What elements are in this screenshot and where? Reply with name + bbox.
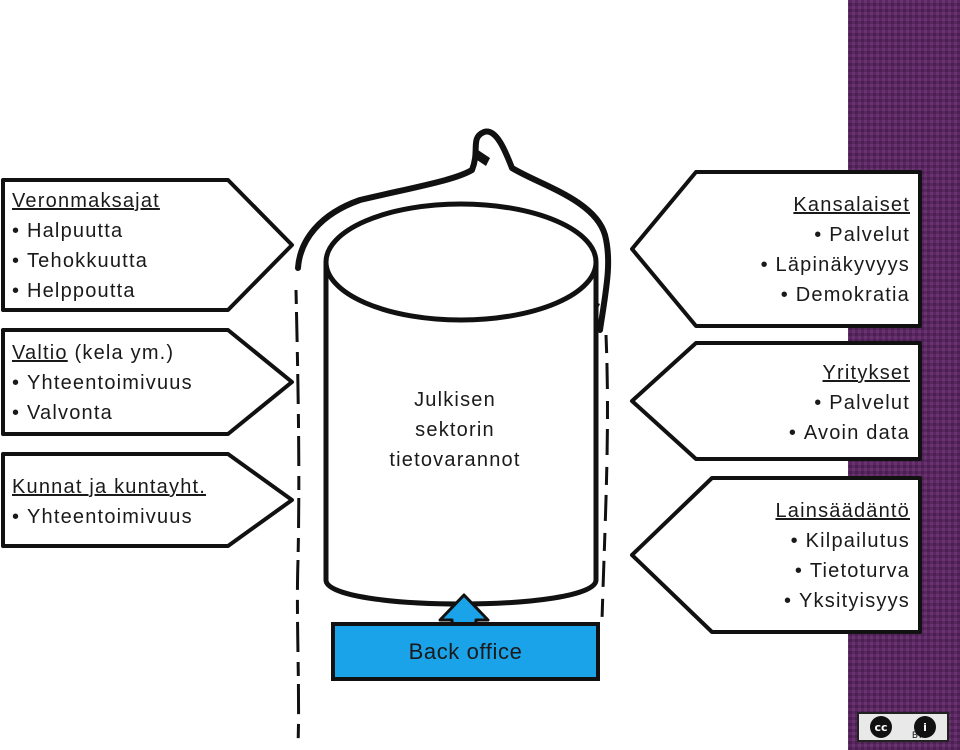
left-box-valtio: Valtio (kela ym.) Yhteentoimivuus Valvon… (12, 338, 193, 428)
cylinder-label-line: Julkisen (414, 389, 496, 411)
cylinder-label-line: sektorin (415, 419, 495, 441)
left-box-kunnat: Kunnat ja kuntayht. Yhteentoimivuus (12, 472, 206, 532)
right-box-lainsaadanto: Lainsäädäntö Kilpailutus Tietoturva Yksi… (775, 496, 910, 616)
left-box-heading: Veronmaksajat (12, 190, 160, 212)
list-item: Tehokkuutta (12, 246, 160, 276)
right-box-heading: Yritykset (822, 362, 910, 384)
list-item: Avoin data (789, 418, 910, 448)
list-item: Yhteentoimivuus (12, 502, 206, 532)
right-box-kansalaiset: Kansalaiset Palvelut Läpinäkyvyys Demokr… (761, 190, 910, 310)
list-item: Palvelut (761, 220, 910, 250)
cylinder-top (323, 201, 599, 323)
list-item: Demokratia (761, 280, 910, 310)
list-item: Kilpailutus (775, 526, 910, 556)
silhouette-mark (474, 150, 490, 166)
left-box-heading: Kunnat ja kuntayht. (12, 476, 207, 498)
silhouette-right-edge (600, 334, 609, 621)
list-item: Läpinäkyvyys (761, 250, 910, 280)
list-item: Halpuutta (12, 216, 160, 246)
right-box-heading: Lainsäädäntö (775, 500, 910, 522)
left-box-heading: Valtio (12, 342, 68, 364)
cylinder-label: Julkisen sektorin tietovarannot (360, 385, 550, 475)
back-office-label: Back office (408, 639, 523, 664)
left-box-veronmaksajat: Veronmaksajat Halpuutta Tehokkuutta Help… (12, 186, 160, 306)
cc-license-badge: cc i BY (857, 712, 949, 742)
silhouette-outline (295, 128, 612, 333)
attribution-icon: i (914, 716, 936, 738)
list-item: Tietoturva (775, 556, 910, 586)
right-box-yritykset: Yritykset Palvelut Avoin data (789, 358, 910, 448)
list-item: Yhteentoimivuus (12, 368, 193, 398)
list-item: Palvelut (789, 388, 910, 418)
cc-icon: cc (870, 716, 892, 738)
cylinder-label-line: tietovarannot (389, 449, 521, 471)
left-box-heading-suffix: (kela ym.) (67, 342, 175, 364)
silhouette-left-edge (294, 289, 301, 746)
right-box-heading: Kansalaiset (793, 194, 910, 216)
back-office-box (331, 622, 600, 681)
cc-by-label: BY (911, 731, 923, 741)
list-item: Valvonta (12, 398, 193, 428)
list-item: Yksityisyys (775, 586, 910, 616)
list-item: Helppoutta (12, 276, 160, 306)
